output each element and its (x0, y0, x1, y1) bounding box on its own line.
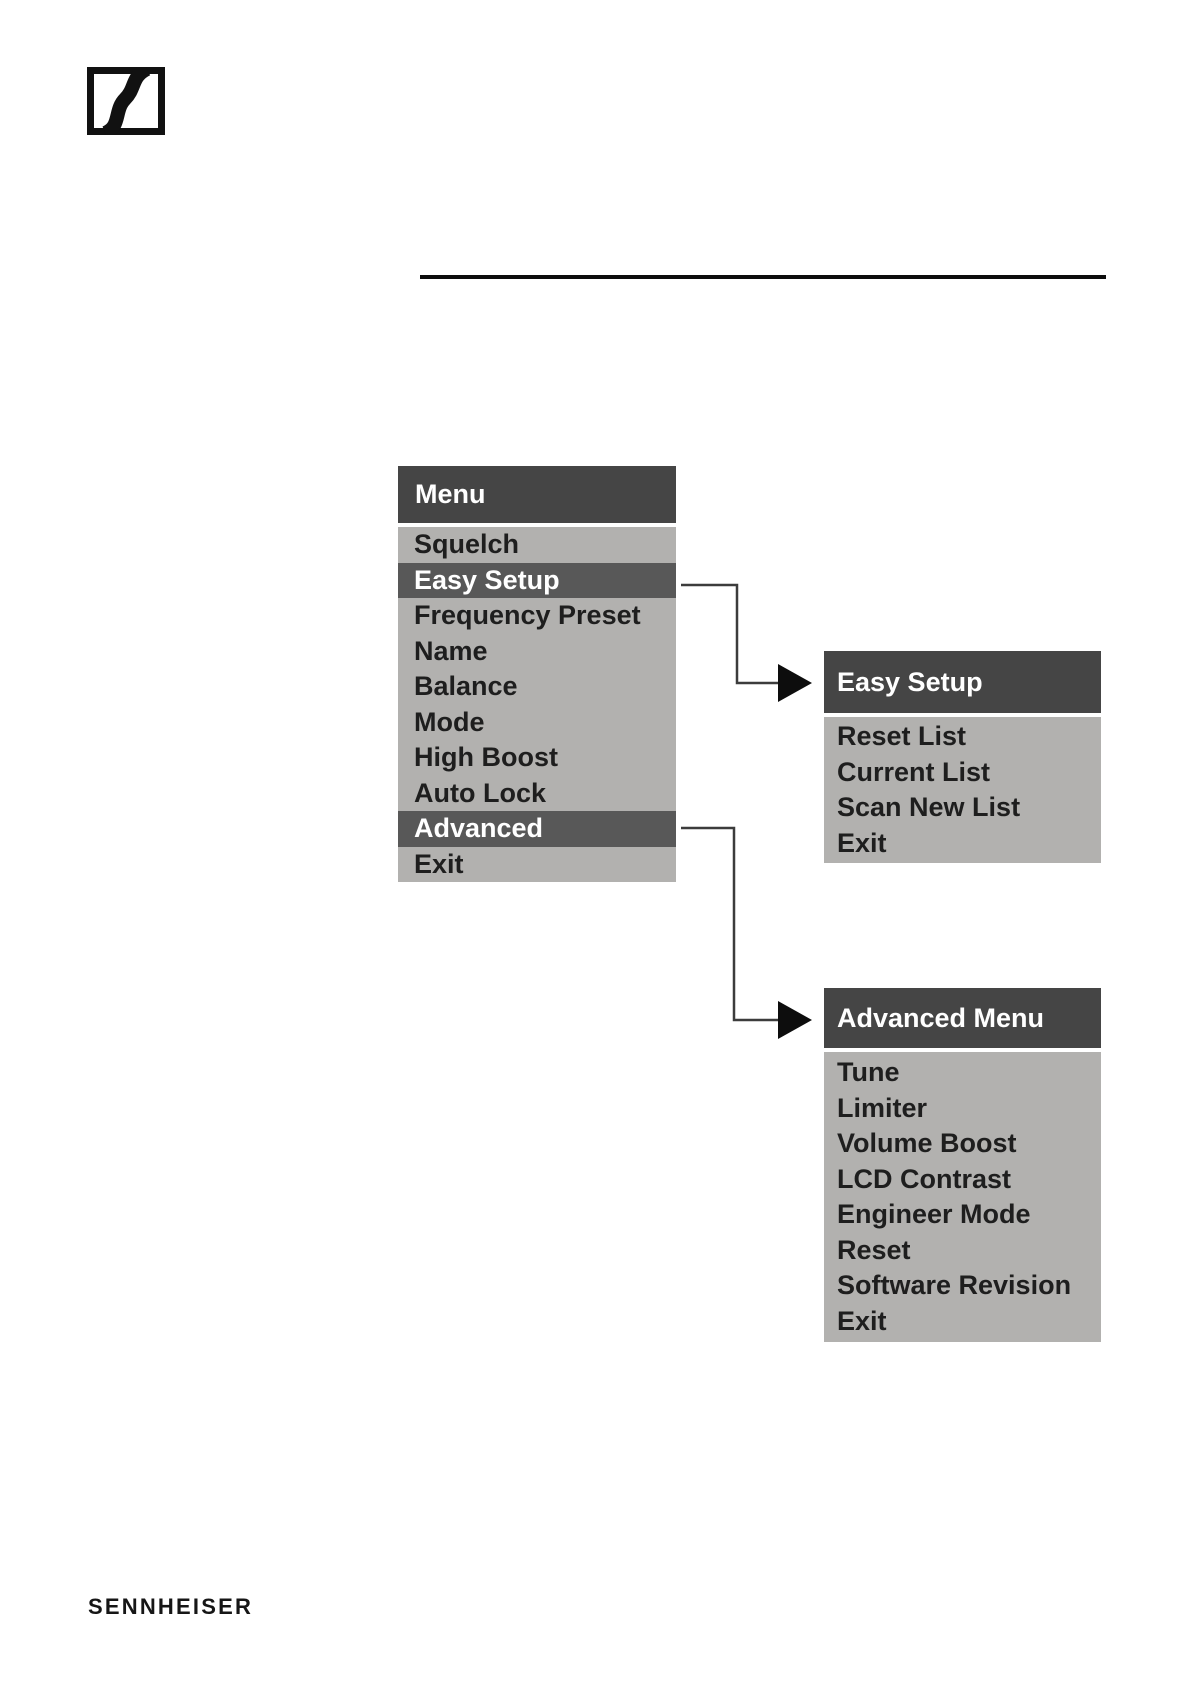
sennheiser-wordmark: SENNHEISER (88, 1594, 254, 1619)
menu-item-scan-new-list: Scan New List (837, 792, 1021, 822)
main-menu-title-label: Menu (415, 479, 486, 509)
menu-item-frequency-preset: Frequency Preset (414, 600, 641, 630)
menu-item-exit: Exit (414, 848, 464, 879)
sennheiser-logo-icon (87, 67, 165, 135)
easy-setup-title-label: Easy Setup (837, 666, 983, 697)
menu-item-tune: Tune (837, 1057, 900, 1087)
menu-item-easy-setup-exit: Exit (837, 827, 887, 858)
menu-item-squelch: Squelch (414, 529, 520, 559)
menu-item-reset: Reset (837, 1234, 911, 1265)
menu-item-advanced: Advanced (398, 811, 676, 847)
menu-item-auto-lock: Auto Lock (414, 777, 546, 808)
easy-setup-connector (681, 583, 812, 702)
easy-setup-menu-title: Easy Setup (824, 651, 1101, 713)
menu-item-easy-setup: Easy Setup (398, 562, 676, 598)
advanced-connector (681, 826, 812, 1039)
menu-item-engineer-mode: Engineer Mode (837, 1199, 1031, 1229)
menu-item-name: Name (414, 635, 488, 666)
easy-setup-menu: Reset List Current List Scan New List Ex… (824, 717, 1101, 863)
menu-item-current-list: Current List (837, 756, 991, 787)
section-rule (420, 275, 1106, 279)
menu-item-software-revision: Software Revision (837, 1270, 1072, 1300)
menu-item-volume-boost: Volume Boost (837, 1128, 1017, 1158)
menu-item-lcd-contrast: LCD Contrast (837, 1163, 1011, 1194)
arrow-right-icon (778, 664, 812, 702)
advanced-menu-title: Advanced Menu (824, 988, 1101, 1048)
menu-item-high-boost: High Boost (414, 742, 558, 772)
menu-item-limiter: Limiter (837, 1092, 928, 1123)
menu-item-mode: Mode (414, 706, 485, 737)
advanced-menu-title-label: Advanced Menu (837, 1002, 1045, 1033)
menu-item-advanced-exit: Exit (837, 1305, 887, 1336)
menu-item-reset-list: Reset List (837, 721, 967, 751)
main-menu: Squelch Easy Setup Frequency Preset Name… (398, 527, 676, 882)
menu-item-balance: Balance (414, 671, 518, 701)
advanced-menu: Tune Limiter Volume Boost LCD Contrast E… (824, 1052, 1101, 1342)
arrow-right-icon (778, 1001, 812, 1039)
main-menu-title: Menu (398, 466, 676, 523)
